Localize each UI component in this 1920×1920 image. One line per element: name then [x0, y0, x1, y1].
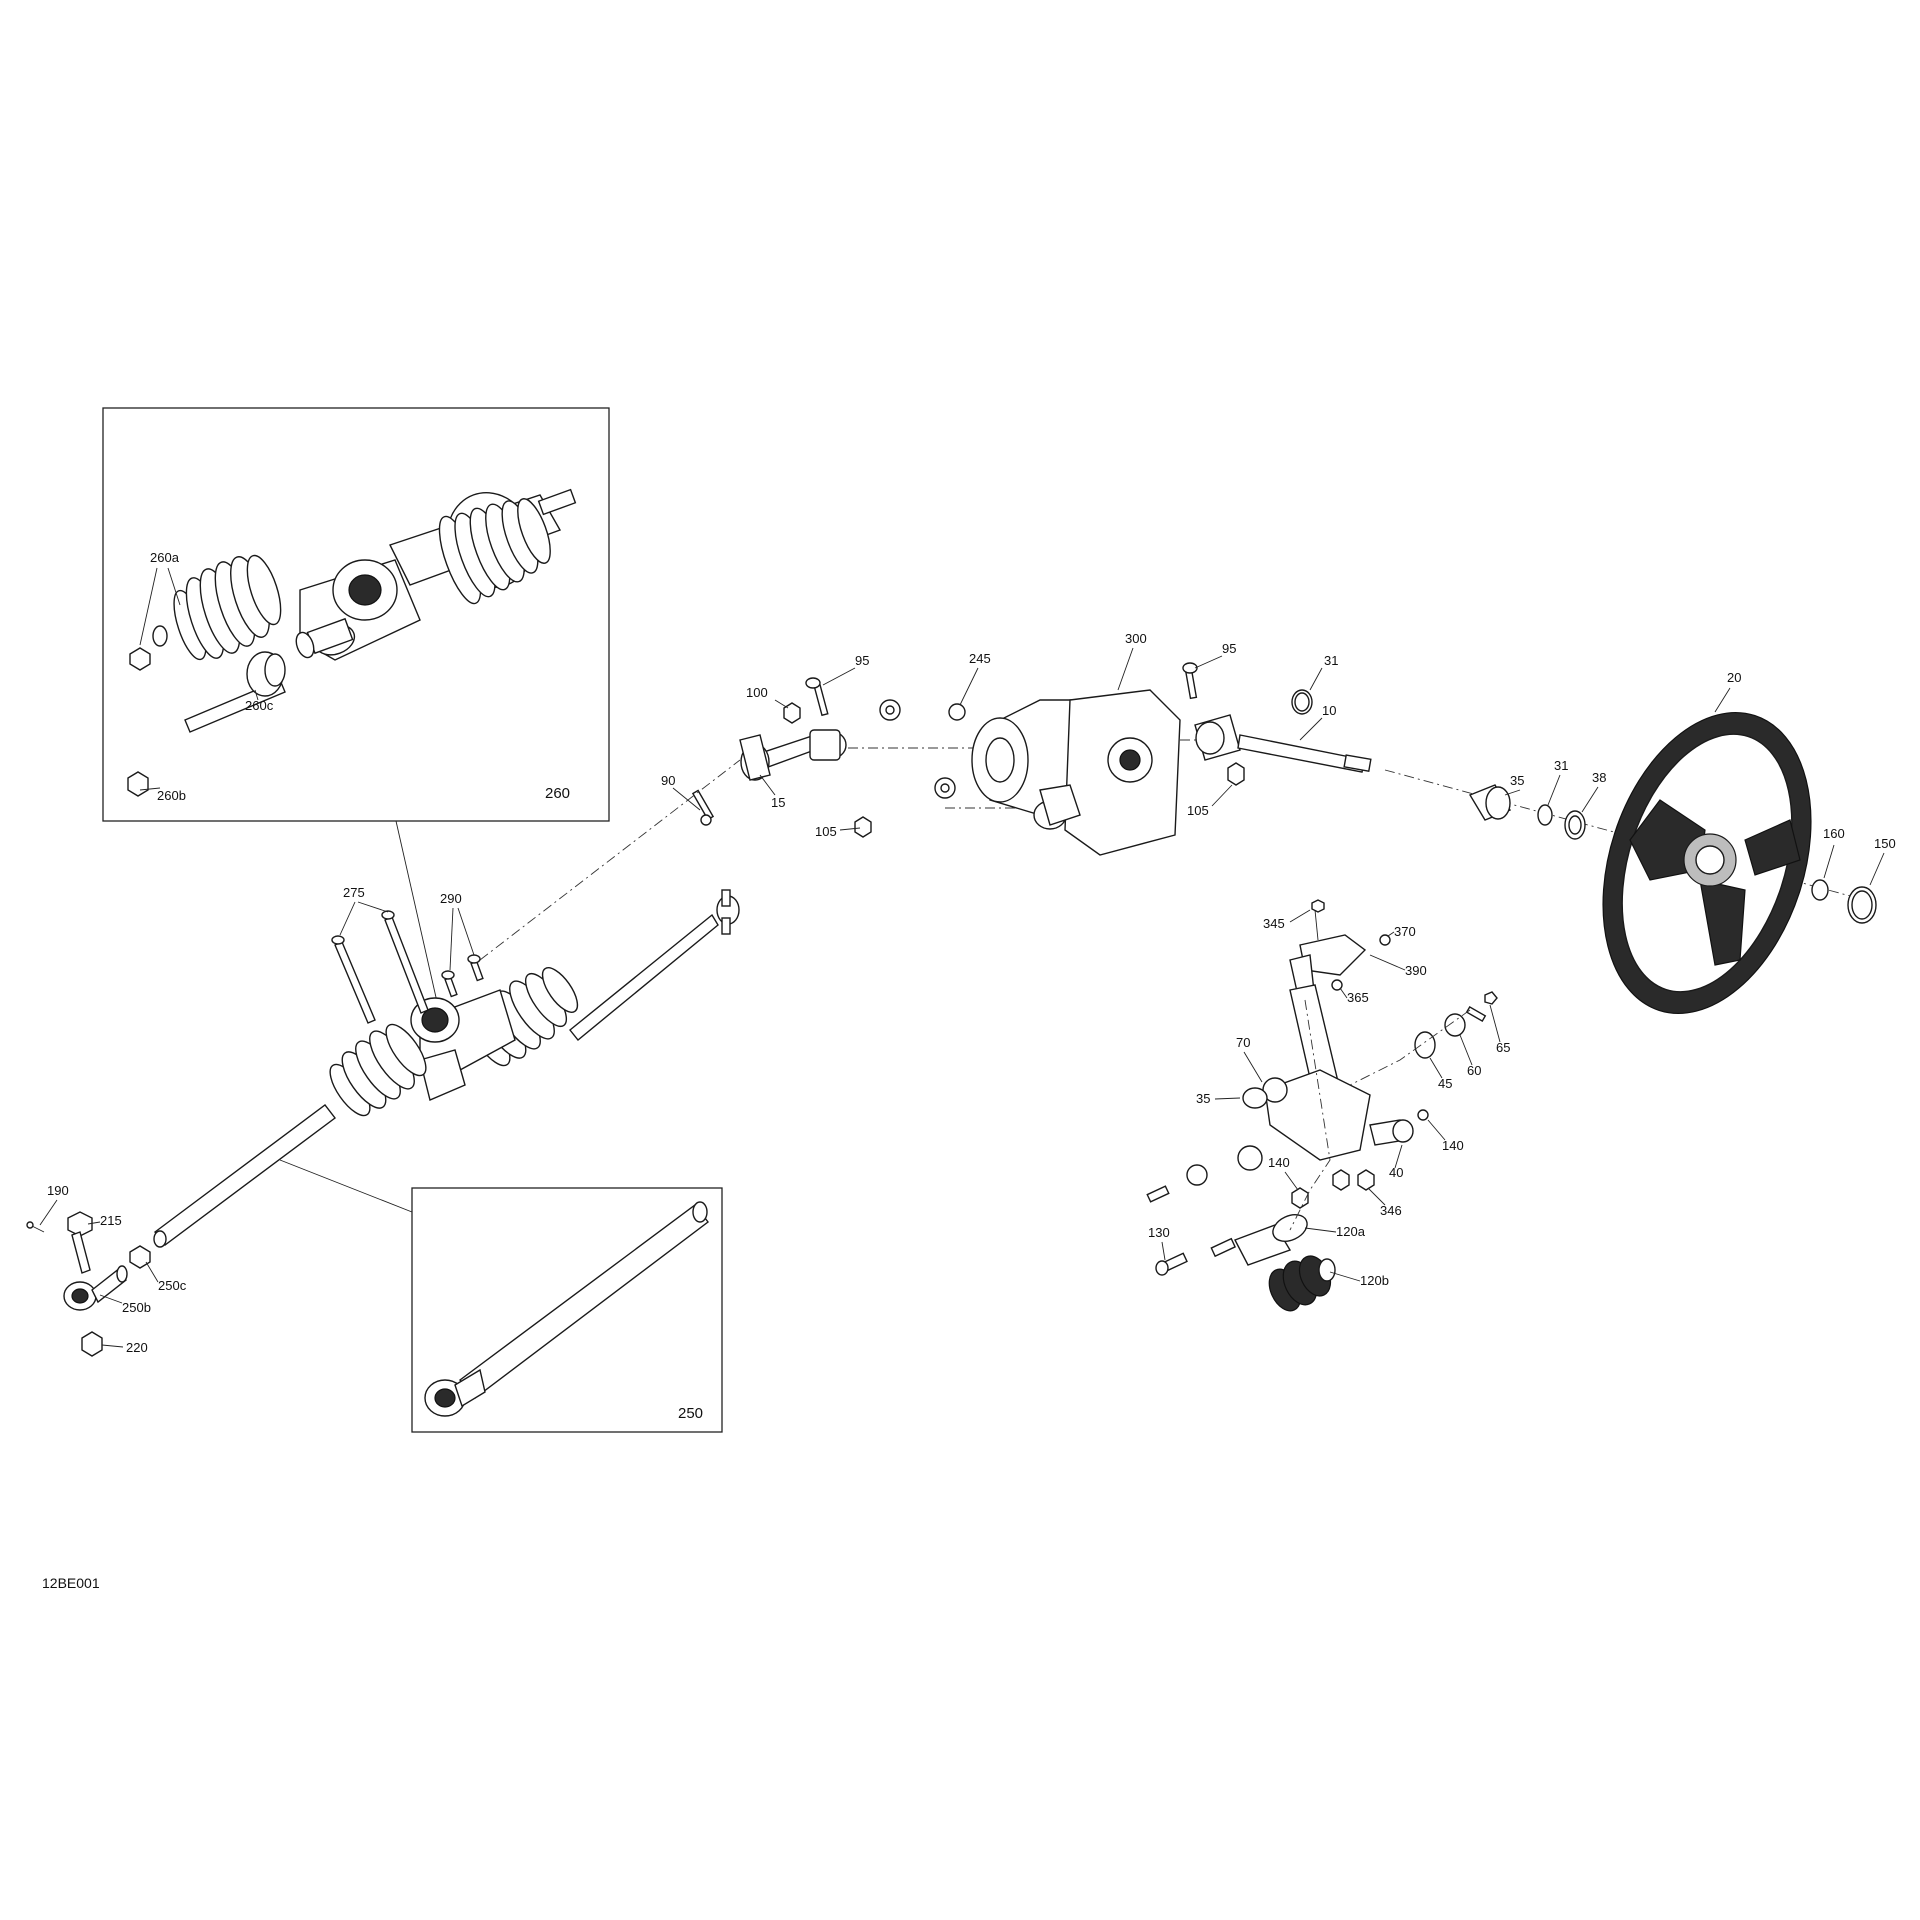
bolts-275: [331, 910, 429, 1024]
callout-370: 370: [1394, 924, 1416, 939]
callout-105a: 105: [815, 824, 837, 839]
callout-31b: 31: [1554, 758, 1568, 773]
callout-35a: 35: [1510, 773, 1524, 788]
callout-300: 300: [1125, 631, 1147, 646]
callout-95b: 95: [1222, 641, 1236, 656]
power-steering-unit-300: [879, 689, 1181, 856]
steering-wheel-20: [1602, 711, 1812, 1015]
callout-120a: 120a: [1336, 1224, 1366, 1239]
callout-60: 60: [1467, 1063, 1481, 1078]
callout-140a: 140: [1442, 1138, 1464, 1153]
callout-345: 345: [1263, 916, 1285, 931]
callout-290: 290: [440, 891, 462, 906]
callout-65: 65: [1496, 1040, 1510, 1055]
callout-215: 215: [100, 1213, 122, 1228]
callout-250c: 250c: [158, 1278, 187, 1293]
inset-250: 250: [411, 1187, 723, 1433]
drawing-id: 12BE001: [42, 1575, 100, 1591]
bolts-290: [441, 954, 484, 998]
callout-220: 220: [126, 1340, 148, 1355]
callout-190: 190: [47, 1183, 69, 1198]
callout-105b: 105: [1187, 803, 1209, 818]
callout-20: 20: [1727, 670, 1741, 685]
callout-100: 100: [746, 685, 768, 700]
inset-260-frame: [102, 407, 610, 822]
inset-tie-rod-260c: [127, 651, 286, 797]
inset-250-leader: [279, 1159, 413, 1213]
callout-90: 90: [661, 773, 675, 788]
column-bushings: [1468, 784, 1586, 840]
tie-rod-end-assembly: [26, 1211, 151, 1357]
callout-260c: 260c: [245, 698, 274, 713]
inset-250-frame: [411, 1187, 723, 1433]
callout-70: 70: [1236, 1035, 1250, 1050]
inset-rack-housing: [295, 488, 577, 661]
callout-35b: 35: [1196, 1091, 1210, 1106]
nut-215: [67, 1211, 93, 1274]
callout-160: 160: [1823, 826, 1845, 841]
upper-shaft-10: [1182, 662, 1372, 786]
callout-275: 275: [343, 885, 365, 900]
nut-220: [81, 1331, 103, 1357]
intermediate-shaft-15: [691, 677, 872, 838]
centerline-rack: [479, 759, 741, 961]
callout-245: 245: [969, 651, 991, 666]
callout-120b: 120b: [1360, 1273, 1389, 1288]
tilt-bracket-assembly: [1146, 899, 1498, 1312]
callout-130: 130: [1148, 1225, 1170, 1240]
callout-260: 260: [545, 785, 570, 802]
jam-nut-250c: [129, 1245, 151, 1269]
nut-160: [1811, 879, 1829, 901]
callout-15: 15: [771, 795, 785, 810]
callout-390: 390: [1405, 963, 1427, 978]
main-steering-rack: [153, 889, 740, 1248]
callout-38: 38: [1592, 770, 1606, 785]
inset-260-leader: [395, 820, 441, 1016]
callout-346: 346: [1380, 1203, 1402, 1218]
callout-40: 40: [1389, 1165, 1403, 1180]
inset-boot-260a: [129, 554, 282, 671]
callout-365: 365: [1347, 990, 1369, 1005]
cotter-pin-190: [26, 1221, 45, 1233]
callout-45: 45: [1438, 1076, 1452, 1091]
callout-95a: 95: [855, 653, 869, 668]
callout-250: 250: [678, 1405, 703, 1422]
callout-31a: 31: [1324, 653, 1338, 668]
callout-140b: 140: [1268, 1155, 1290, 1170]
callout-260b: 260b: [157, 788, 186, 803]
callout-250b: 250b: [122, 1300, 151, 1315]
tie-rod-end-250b: [63, 1265, 128, 1311]
callout-10: 10: [1322, 703, 1336, 718]
callout-150: 150: [1874, 836, 1896, 851]
inset-260: 260a 260c 260b 260: [102, 407, 610, 822]
callout-260a: 260a: [150, 550, 180, 565]
